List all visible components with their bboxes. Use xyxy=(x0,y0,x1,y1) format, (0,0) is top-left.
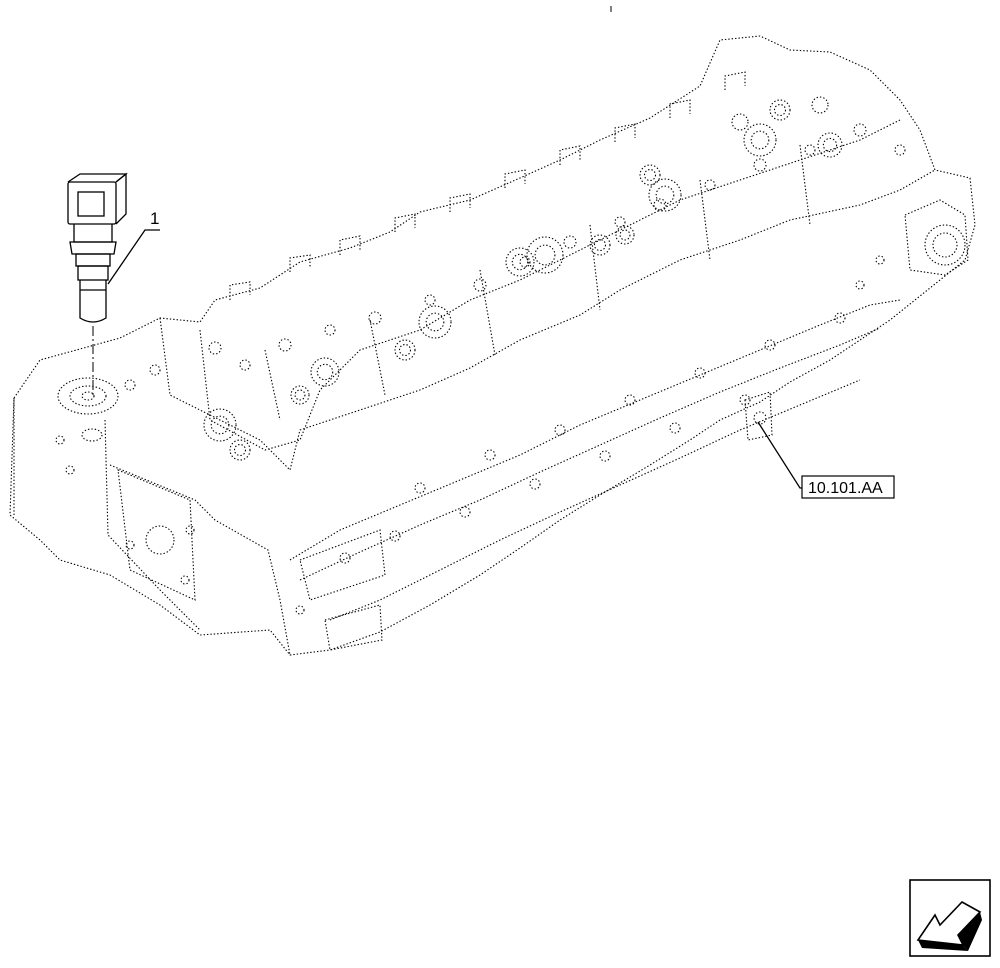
hole-mark xyxy=(894,144,906,156)
hole-mark xyxy=(203,408,237,442)
hole-mark xyxy=(624,394,636,406)
hole-mark xyxy=(811,96,829,114)
hole-mark xyxy=(855,280,865,290)
hole-mark xyxy=(505,247,535,277)
hole-mark xyxy=(459,506,471,518)
hole-mark xyxy=(769,99,791,121)
hole-mark xyxy=(563,235,577,249)
hole-mark-inner xyxy=(643,168,657,182)
cylinder-head xyxy=(9,35,976,656)
hole-mark xyxy=(208,341,222,355)
hole-mark xyxy=(65,465,75,475)
hole-mark xyxy=(418,305,452,339)
hole-mark xyxy=(743,123,777,157)
hole-mark-inner xyxy=(316,363,334,381)
hole-mark xyxy=(324,324,336,336)
reference-box xyxy=(801,475,895,499)
cylinder-head-holes xyxy=(55,96,906,615)
hole-mark xyxy=(739,394,751,406)
hole-mark xyxy=(615,225,635,245)
hole-mark xyxy=(589,234,611,256)
hole-mark xyxy=(290,385,310,405)
hole-mark xyxy=(653,198,667,212)
hole-mark-inner xyxy=(511,253,529,271)
hole-mark xyxy=(853,123,867,137)
hole-mark-inner xyxy=(619,229,631,241)
hole-mark xyxy=(614,216,626,228)
hole-mark xyxy=(554,424,566,436)
hole-mark-inner xyxy=(425,312,445,332)
reference-label[interactable]: 10.101.AA xyxy=(808,480,883,497)
hole-mark xyxy=(648,178,682,212)
previous-page-arrow-icon[interactable] xyxy=(909,879,991,957)
hole-mark xyxy=(180,575,190,585)
hole-mark xyxy=(519,256,531,268)
hole-mark xyxy=(669,422,681,434)
sensor-part xyxy=(67,172,128,323)
hole-mark xyxy=(124,379,136,391)
hole-mark xyxy=(834,312,846,324)
hole-mark xyxy=(339,552,351,564)
hole-mark-inner xyxy=(750,130,770,150)
hole-mark-inner xyxy=(398,343,412,357)
hole-mark xyxy=(731,113,749,131)
hole-mark xyxy=(804,144,816,156)
hole-mark xyxy=(764,339,776,351)
hole-mark-inner xyxy=(822,137,838,153)
hole-mark xyxy=(414,482,426,494)
hole-mark xyxy=(394,339,416,361)
hole-mark-inner xyxy=(773,103,787,117)
hole-mark xyxy=(484,449,496,461)
hole-mark xyxy=(473,278,487,292)
hole-mark xyxy=(424,294,436,306)
hole-mark xyxy=(639,164,661,186)
hole-mark xyxy=(295,605,305,615)
hole-mark xyxy=(526,236,564,274)
callout-1-leader xyxy=(107,229,160,285)
hole-mark xyxy=(229,439,251,461)
hole-mark xyxy=(529,478,541,490)
hole-mark xyxy=(817,132,843,158)
callout-1-label: 1 xyxy=(150,209,159,228)
hole-mark xyxy=(55,435,65,445)
hole-mark-inner xyxy=(233,443,247,457)
hole-mark xyxy=(125,540,135,550)
hole-mark xyxy=(694,367,706,379)
reference-leader xyxy=(757,421,802,489)
hole-mark-inner xyxy=(655,185,675,205)
hole-mark xyxy=(599,450,611,462)
hole-mark xyxy=(185,525,195,535)
hole-mark xyxy=(368,311,382,325)
hole-mark xyxy=(149,364,161,376)
hole-mark xyxy=(278,338,292,352)
hole-mark xyxy=(875,255,885,265)
hole-mark xyxy=(310,357,340,387)
hole-mark xyxy=(239,359,251,371)
hole-mark-inner xyxy=(593,238,607,252)
hole-mark xyxy=(753,158,767,172)
hole-mark xyxy=(389,530,401,542)
hole-mark xyxy=(704,179,716,191)
hole-mark-inner xyxy=(534,244,556,266)
hole-mark-inner xyxy=(294,389,306,401)
hole-mark-inner xyxy=(210,415,230,435)
